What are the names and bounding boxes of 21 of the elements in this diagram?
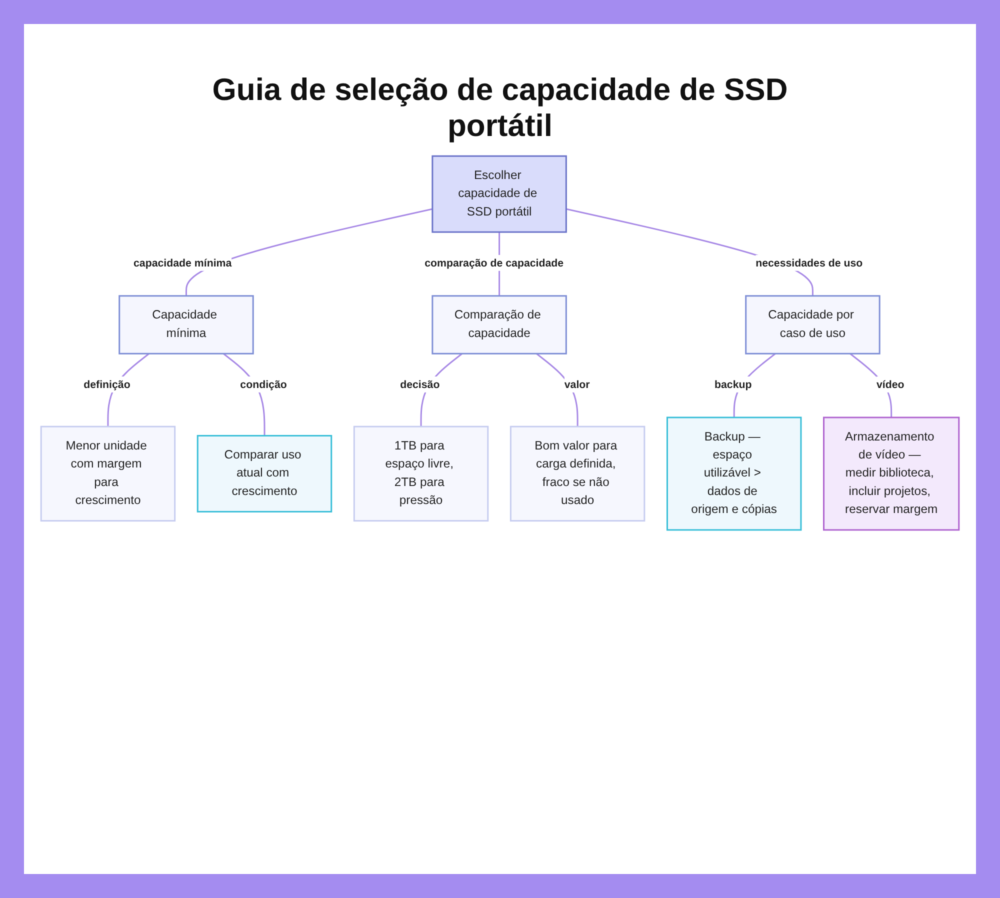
edge-label: capacidade mínima	[134, 256, 232, 269]
node-box: Menor unidade com margem para crescimento	[40, 426, 176, 522]
edge-label: backup	[714, 378, 752, 390]
node-box: Armazenamento de vídeo — medir biblioteca, incluir projetos, reservar margem	[823, 416, 960, 531]
node-box: Bom valor para carga definida, fraco se não usado	[510, 426, 646, 522]
node-box: Escolher capacidade de SSD portátil	[432, 155, 567, 233]
edge-label: condição	[240, 378, 287, 390]
edge-label: valor	[564, 378, 590, 390]
node-box: 1TB para espaço livre, 2TB para pressão	[353, 426, 489, 522]
node-box: Comparar uso atual com crescimento	[196, 434, 332, 512]
edge-label: definição	[84, 378, 130, 390]
node-box: Backup — espaço utilizável > dados de origem e cópias	[666, 416, 802, 531]
node-box: Capacidade por caso de uso	[745, 295, 880, 354]
diagram-title: Guia de seleção de capacidade de SSD portátil	[211, 72, 789, 144]
edge-label: decisão	[400, 378, 440, 390]
edge-label: vídeo	[876, 378, 904, 390]
node-box: Comparação de capacidade	[432, 295, 567, 354]
connector	[185, 208, 433, 296]
edge-label: necessidades de uso	[756, 256, 863, 269]
edge-label: comparação de capacidade	[424, 256, 564, 269]
node-box: Capacidade mínima	[118, 295, 254, 354]
